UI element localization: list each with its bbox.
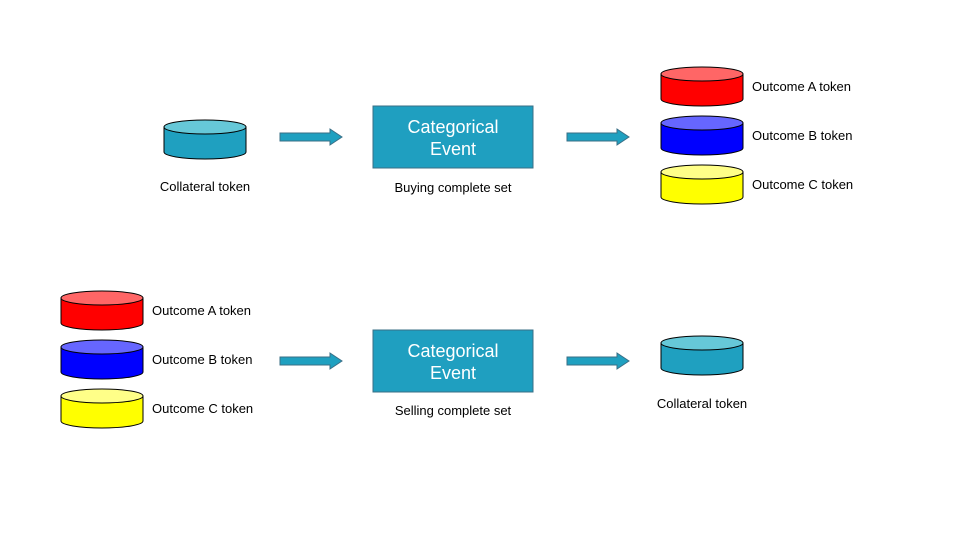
sell-collateral-cylinder — [660, 335, 744, 376]
buy-event-box — [372, 105, 534, 169]
buy-outcome-b-cylinder — [660, 115, 744, 156]
sell-arrow-2 — [566, 352, 630, 370]
sell-event-box — [372, 329, 534, 393]
buy-collateral-label: Collateral token — [159, 179, 251, 194]
buy-outcome-c-label: Outcome C token — [752, 177, 854, 192]
sell-caption: Selling complete set — [394, 403, 512, 418]
buy-outcome-a-cylinder — [660, 66, 744, 107]
buy-outcome-c-cylinder — [660, 164, 744, 205]
sell-arrow-1 — [279, 352, 343, 370]
sell-outcome-c-cylinder — [60, 388, 144, 429]
sell-outcome-b-label: Outcome B token — [152, 352, 253, 367]
buy-arrow-1 — [279, 128, 343, 146]
sell-outcome-a-cylinder — [60, 290, 144, 331]
buy-caption: Buying complete set — [394, 180, 512, 195]
buy-arrow-2 — [566, 128, 630, 146]
buy-collateral-cylinder — [163, 119, 247, 160]
sell-outcome-c-label: Outcome C token — [152, 401, 254, 416]
buy-outcome-b-label: Outcome B token — [752, 128, 853, 143]
sell-collateral-label: Collateral token — [656, 396, 748, 411]
buy-outcome-a-label: Outcome A token — [752, 79, 852, 94]
sell-outcome-b-cylinder — [60, 339, 144, 380]
sell-outcome-a-label: Outcome A token — [152, 303, 252, 318]
